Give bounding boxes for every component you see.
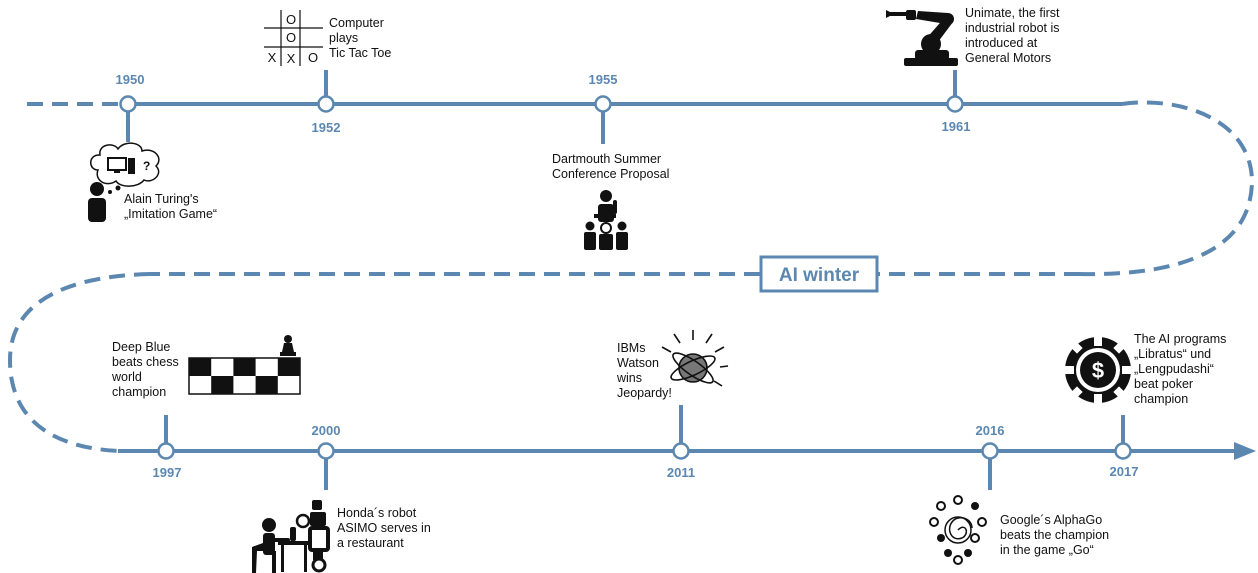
tic-tac-toe-cell: O	[286, 30, 296, 45]
event-text-line: General Motors	[965, 51, 1051, 65]
event-text-2000: Honda´s robot ASIMO serves in a restaura…	[337, 506, 434, 550]
event-text-line: Computer	[329, 16, 384, 30]
tic-tac-toe-marks: O O X X O	[268, 12, 318, 66]
event-text-line: IBMs	[617, 341, 645, 355]
ai-winter-box	[759, 255, 879, 293]
tic-tac-toe-cell: X	[268, 50, 277, 65]
event-1955: 1955 Dartmouth Summer Conference Proposa…	[552, 72, 669, 250]
event-text-line: industrial robot is	[965, 21, 1060, 35]
node-1955	[594, 95, 612, 113]
pawn-icon	[280, 335, 296, 356]
event-text-1961: Unimate, the first industrial robot is i…	[965, 6, 1063, 65]
ai-winter-label: AI winter	[779, 265, 860, 286]
event-text-line: Watson	[617, 356, 659, 370]
tic-tac-toe-icon	[264, 10, 323, 66]
event-2016: 2016 Google´s AlphaGo beats the champion	[929, 423, 1113, 565]
node-1961	[946, 95, 964, 113]
event-text-line: in the game „Go“	[1000, 543, 1094, 557]
event-text-line: Dartmouth Summer	[552, 152, 661, 166]
event-text-line: beats the champion	[1000, 528, 1109, 542]
event-text-1950: Alain Turing's „Imitation Game“	[124, 192, 217, 221]
event-text-line: Jeopardy!	[617, 386, 672, 400]
tic-tac-toe-cell: O	[308, 50, 318, 65]
year-label-1950: 1950	[116, 72, 145, 87]
year-label-1952: 1952	[312, 120, 341, 135]
node-1997	[157, 442, 175, 460]
event-text-line: „Libratus“ und	[1134, 347, 1211, 361]
node-2000	[317, 442, 335, 460]
event-text-line: world	[111, 370, 142, 384]
watson-icon	[661, 330, 729, 387]
tic-tac-toe-cell: O	[286, 12, 296, 27]
year-label-1997: 1997	[153, 465, 182, 480]
event-2000: 2000 Honda´s robot ASIMO serves in a res…	[252, 423, 434, 573]
alphago-icon	[929, 495, 987, 565]
node-1950	[119, 95, 137, 113]
robot-arm-icon	[886, 10, 958, 66]
event-text-line: Deep Blue	[112, 340, 170, 354]
year-label-2017: 2017	[1110, 464, 1139, 479]
event-text-line: „Imitation Game“	[124, 207, 217, 221]
event-1952: 1952 O O X X O Computer plays Tic Tac To…	[264, 10, 391, 135]
event-text-line: Conference Proposal	[552, 167, 669, 181]
tic-tac-toe-cell: X	[287, 51, 296, 66]
event-text-line: introduced at	[965, 36, 1038, 50]
event-text-line: The AI programs	[1134, 332, 1226, 346]
event-text-line: a restaurant	[337, 536, 404, 550]
event-text-1997: Deep Blue beats chess world champion	[111, 340, 182, 399]
event-1997: 1997 Deep Blue beats chess world champio…	[111, 335, 301, 480]
robot-waiter-icon	[252, 500, 330, 573]
year-label-2000: 2000	[312, 423, 341, 438]
event-text-line: Honda´s robot	[337, 506, 417, 520]
event-text-line: plays	[329, 31, 358, 45]
track-right-curve-dashed	[1079, 100, 1255, 277]
event-text-line: champion	[1134, 392, 1188, 406]
year-label-1955: 1955	[589, 72, 618, 87]
event-text-line: Tic Tac Toe	[329, 46, 391, 60]
svg-text:$: $	[1092, 358, 1104, 383]
event-text-1952: Computer plays Tic Tac Toe	[329, 16, 391, 60]
event-text-2011: IBMs Watson wins Jeopardy!	[616, 341, 672, 400]
event-text-2016: Google´s AlphaGo beats the champion in t…	[1000, 513, 1113, 557]
event-text-line: Alain Turing's	[124, 192, 199, 206]
event-2017: 2017 $ The AI programs „Libratus“ und „L…	[1065, 332, 1230, 479]
event-text-line: Unimate, the first	[965, 6, 1060, 20]
event-text-line: Google´s AlphaGo	[1000, 513, 1102, 527]
year-label-2011: 2011	[667, 465, 695, 480]
event-text-1955: Dartmouth Summer Conference Proposal	[552, 152, 669, 181]
year-label-2016: 2016	[976, 423, 1005, 438]
event-2011: 2011 IBMs Watson wins Jeopardy!	[616, 330, 729, 480]
node-2017	[1114, 442, 1132, 460]
event-1950: 1950 ? Alain Turing's „Imitation Game“	[88, 72, 217, 222]
event-1961: 1961 Unimate, the first industrial robot…	[886, 6, 1063, 134]
event-text-line: beat poker	[1134, 377, 1193, 391]
chessboard-icon	[188, 335, 301, 395]
node-1952	[317, 95, 335, 113]
year-label-1961: 1961	[942, 119, 971, 134]
person-thinking-computer-icon: ?	[88, 142, 160, 222]
poker-chip-icon: $	[1065, 337, 1131, 403]
timeline-arrowhead	[1234, 442, 1256, 460]
event-text-line: beats chess	[112, 355, 179, 369]
node-2011	[672, 442, 690, 460]
event-text-line: wins	[616, 371, 642, 385]
event-text-line: „Lengpudashi“	[1134, 362, 1214, 376]
node-2016	[981, 442, 999, 460]
svg-text:?: ?	[143, 159, 150, 173]
event-text-2017: The AI programs „Libratus“ und „Lengpuda…	[1134, 332, 1230, 406]
conference-icon	[584, 190, 628, 250]
track-left-curve-dashed	[7, 272, 151, 453]
event-text-line: champion	[112, 385, 166, 399]
event-text-line: ASIMO serves in	[337, 521, 431, 535]
